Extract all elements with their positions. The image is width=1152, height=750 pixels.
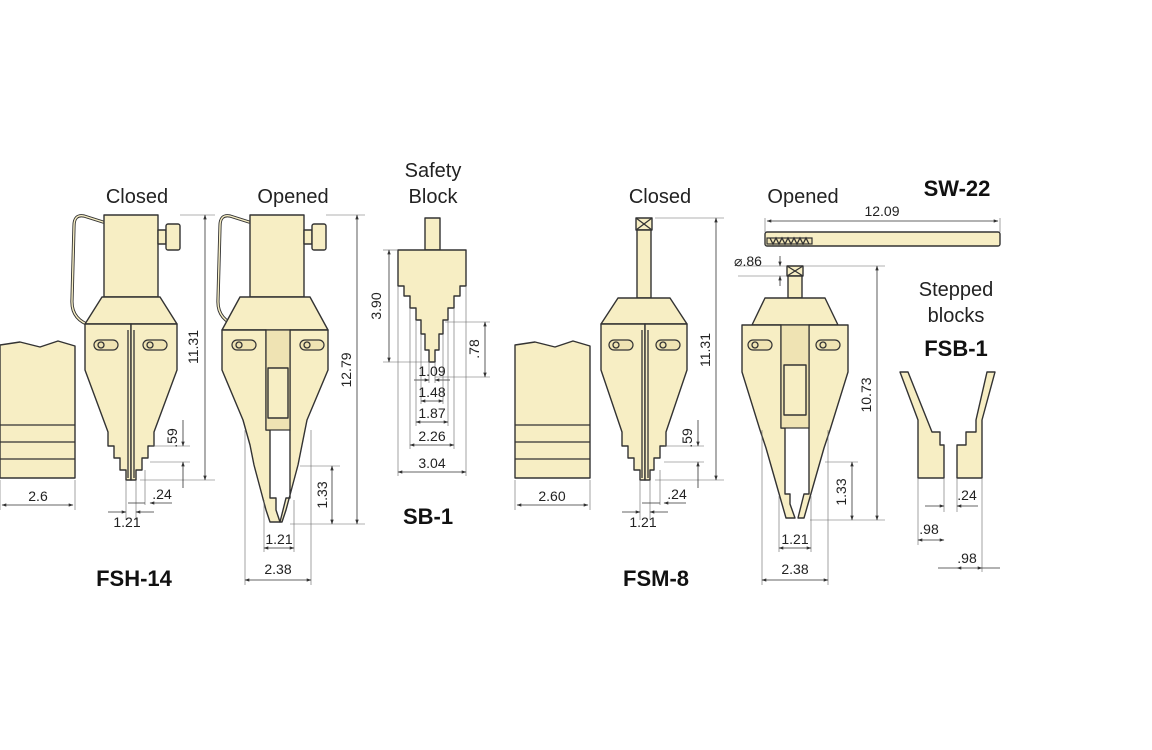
dim-fsb1-width-1: .98 [919, 521, 939, 537]
fsh14-opened-drawing [216, 214, 365, 585]
fsb1-code: FSB-1 [924, 336, 988, 361]
dim-sw22-length: 12.09 [864, 203, 899, 219]
sb1-code: SB-1 [403, 504, 453, 529]
dim-sb1-width-2: 1.48 [418, 384, 445, 400]
sb1-drawing [383, 217, 490, 476]
dim-fsm8-block-width: 2.60 [538, 488, 565, 504]
fsm8-stepped-block [514, 340, 591, 479]
dim-fsh14-closed-tip: .24 [152, 486, 172, 502]
safety-block-label-line1: Safety [405, 160, 462, 182]
dim-fsh14-opened-height: 12.79 [338, 352, 354, 387]
fsm8-opened-label: Opened [767, 186, 838, 208]
dim-fsh14-block-width: 2.6 [28, 488, 48, 504]
dim-fsm8-opened-step: 1.33 [833, 478, 849, 505]
dim-fsh14-opened-step: 1.33 [314, 481, 330, 508]
sw22-code: SW-22 [924, 176, 991, 201]
fsh14-stepped-block [0, 340, 76, 479]
fsh14-closed-drawing [0, 214, 215, 520]
fsb1-drawing [899, 371, 1000, 572]
fsm8-closed-label: Closed [629, 186, 691, 208]
dim-fsm8-closed-tip: .24 [667, 486, 687, 502]
dim-sb1-width-4: 2.26 [418, 428, 445, 444]
dim-sb1-step: .78 [466, 339, 482, 359]
dim-fsb1-width-2: .98 [957, 550, 977, 566]
stepped-blocks-label-line2: blocks [928, 305, 985, 327]
dim-fsm8-opened-width-2: 2.38 [781, 561, 808, 577]
dim-fsh14-closed-width: 1.21 [113, 514, 140, 530]
stepped-blocks-label-line1: Stepped [919, 279, 994, 301]
sw22-wrench [764, 218, 1001, 247]
dim-fsh14-opened-width-1: 1.21 [265, 531, 292, 547]
dim-fsb1-tip: .24 [957, 487, 977, 503]
dim-fsm8-stem-diameter: ⌀.86 [734, 253, 762, 269]
dim-sb1-width-3: 1.87 [418, 405, 445, 421]
fsh14-closed-label: Closed [106, 186, 168, 208]
fsh14-opened-housing [249, 214, 305, 298]
fsm8-code: FSM-8 [623, 566, 689, 591]
dim-fsm8-closed-height: 11.31 [697, 333, 713, 367]
dim-sb1-height: 3.90 [368, 292, 384, 319]
dim-fsh14-closed-step: .59 [164, 428, 180, 448]
dim-sb1-width-1: 1.09 [418, 363, 445, 379]
dim-fsh14-opened-width-2: 2.38 [264, 561, 291, 577]
fsm8-opened-drawing [738, 218, 1001, 585]
fsh14-code: FSH-14 [96, 566, 173, 591]
fsh14-opened-label: Opened [257, 186, 328, 208]
dim-sb1-width-5: 3.04 [418, 455, 445, 471]
dim-fsm8-closed-step: .59 [679, 428, 695, 448]
dim-fsm8-closed-width: 1.21 [629, 514, 656, 530]
dim-fsm8-opened-height: 10.73 [858, 377, 874, 412]
dim-fsh14-closed-height: 11.31 [185, 330, 201, 364]
safety-block-label-line2: Block [409, 186, 459, 208]
dim-fsm8-opened-width-1: 1.21 [781, 531, 808, 547]
fsh14-closed-housing [103, 214, 159, 298]
fsm8-closed-drawing [514, 217, 724, 520]
